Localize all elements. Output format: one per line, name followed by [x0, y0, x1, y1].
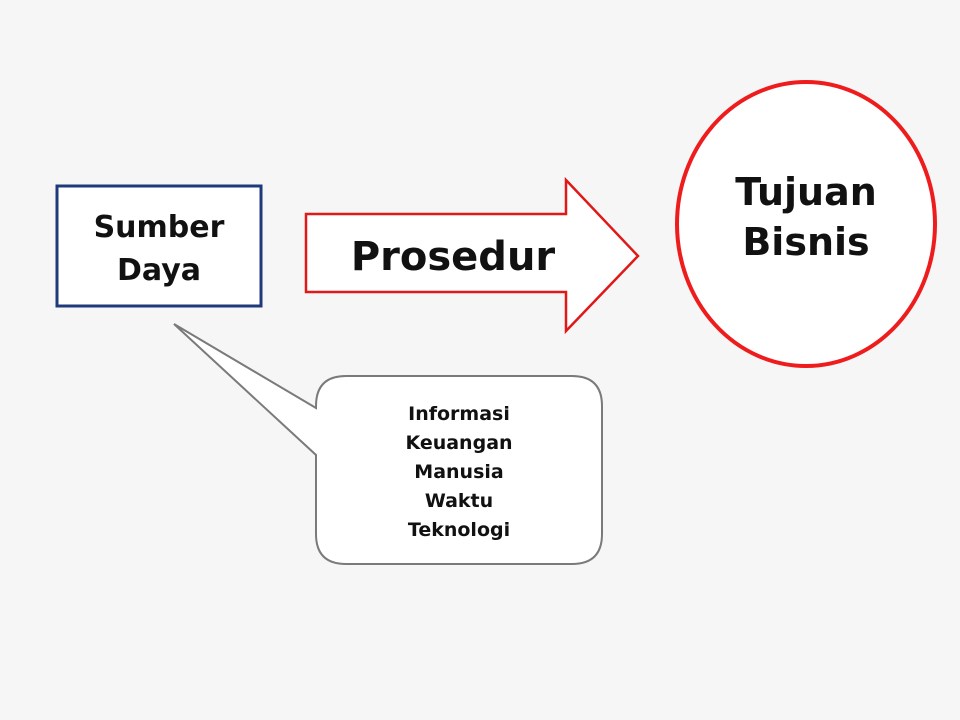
callout-item: Informasi — [408, 403, 510, 425]
goal-ellipse — [675, 80, 937, 368]
callout-item: Teknologi — [408, 519, 510, 541]
callout-item: Waktu — [425, 490, 493, 512]
source-node: Sumber Daya — [55, 184, 263, 308]
callout-item: Manusia — [414, 461, 503, 483]
arrow-shape — [304, 176, 640, 335]
resources-callout: Informasi Keuangan Manusia Waktu Teknolo… — [173, 323, 603, 565]
callout-bubble — [173, 323, 603, 565]
process-arrow: Prosedur — [304, 176, 640, 335]
goal-label-line-1: Tujuan — [735, 170, 877, 214]
goal-node: Tujuan Bisnis — [675, 80, 937, 368]
arrow-label: Prosedur — [351, 234, 556, 280]
source-label-line-2: Daya — [117, 253, 201, 288]
source-box — [55, 184, 263, 308]
callout-item: Keuangan — [405, 432, 512, 454]
source-label-line-1: Sumber — [94, 210, 225, 245]
goal-label-line-2: Bisnis — [742, 220, 869, 264]
